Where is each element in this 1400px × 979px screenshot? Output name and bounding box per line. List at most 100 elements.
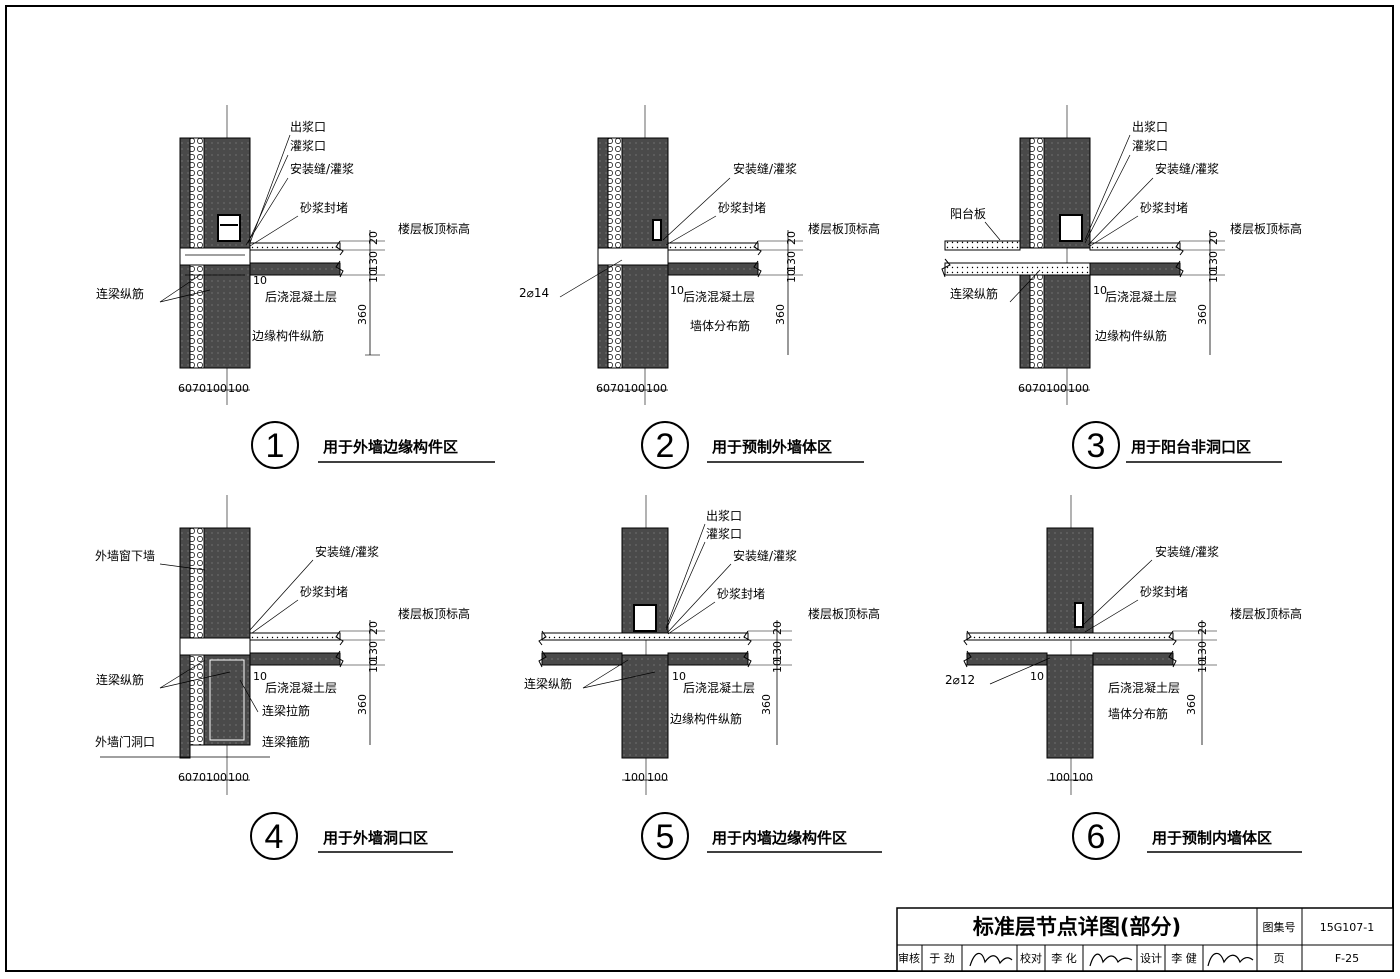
- label-dist-bars: 墙体分布筋: [690, 318, 750, 333]
- detail-4: [100, 495, 385, 795]
- dim-v-20: 20: [771, 621, 784, 635]
- dim-h-100b: 100: [228, 771, 249, 784]
- dim-v-20: 20: [785, 231, 798, 245]
- label-slab-top: 楼层板顶标高: [808, 606, 880, 621]
- detail-number: 5: [656, 818, 675, 856]
- label-cast: 后浇混凝土层: [265, 289, 337, 304]
- dim-v-130: 130: [771, 641, 784, 662]
- dim-h-60: 60: [1018, 382, 1032, 395]
- dim-10: 10: [670, 284, 684, 297]
- detail-6-labels: 安装缝/灌浆 砂浆封堵 楼层板顶标高 2⌀12 后浇混凝土层 墙体分布筋 20 …: [945, 544, 1302, 860]
- label-cast: 后浇混凝土层: [683, 289, 755, 304]
- label-tie-bars: 连梁拉筋: [262, 703, 310, 718]
- detail-6: [963, 495, 1217, 795]
- detail-number: 6: [1087, 818, 1106, 856]
- label-inlet: 灌浆口: [706, 526, 742, 541]
- dim-v-10: 10: [785, 269, 798, 283]
- designer-signature: [1207, 952, 1254, 967]
- checker-signature: [1089, 953, 1133, 967]
- label-outlet: 出浆口: [290, 119, 326, 134]
- label-outlet: 出浆口: [706, 508, 742, 523]
- dim-10: 10: [672, 670, 686, 683]
- dim-h-100a: 100: [206, 771, 227, 784]
- title-block: 标准层节点详图(部分) 图集号 15G107-1 页 F-25 审核 于 劲 校…: [896, 907, 1394, 972]
- atlas-number: 15G107-1: [1320, 921, 1374, 934]
- label-slab-top: 楼层板顶标高: [398, 221, 470, 236]
- dim-v-130: 130: [785, 251, 798, 272]
- dim-h-100b: 100: [646, 382, 667, 395]
- label-cast: 后浇混凝土层: [1108, 680, 1180, 695]
- detail-3: [941, 105, 1225, 405]
- label-door: 外墙门洞口: [95, 734, 155, 749]
- label-edge-bars: 边缘构件纵筋: [252, 328, 324, 343]
- dim-h-100a: 100: [1049, 771, 1070, 784]
- drawing-title: 标准层节点详图(部分): [973, 915, 1181, 939]
- dim-v-360: 360: [774, 304, 787, 325]
- label-cast: 后浇混凝土层: [1105, 289, 1177, 304]
- dim-10: 10: [253, 274, 267, 287]
- dim-h-100a: 100: [624, 382, 645, 395]
- dim-v-130: 130: [367, 641, 380, 662]
- label-edge-bars: 边缘构件纵筋: [670, 711, 742, 726]
- reviewer-signature: [969, 952, 1013, 967]
- label-beam-bars: 连梁纵筋: [950, 286, 998, 301]
- dim-h-70: 70: [610, 382, 624, 395]
- dim-h-100b: 100: [228, 382, 249, 395]
- detail-caption: 用于阳台非洞口区: [1131, 438, 1251, 456]
- label-dist-bars: 墙体分布筋: [1108, 706, 1168, 721]
- label-seal: 砂浆封堵: [718, 200, 766, 215]
- dim-v-130: 130: [1196, 641, 1209, 662]
- label-outlet: 出浆口: [1132, 119, 1168, 134]
- dim-10: 10: [1030, 670, 1044, 683]
- detail-2-labels: 安装缝/灌浆 砂浆封堵 楼层板顶标高 2⌀14 后浇混凝土层 墙体分布筋 20 …: [519, 161, 880, 469]
- dim-v-130: 130: [367, 251, 380, 272]
- dim-h-60: 60: [178, 382, 192, 395]
- dim-v-360: 360: [356, 694, 369, 715]
- dim-h-100a: 100: [624, 771, 645, 784]
- detail-number: 2: [656, 427, 675, 465]
- dim-h-100b: 100: [1068, 382, 1089, 395]
- dim-v-130: 130: [1207, 251, 1220, 272]
- design-label: 设计: [1140, 952, 1162, 965]
- dim-v-360: 360: [1185, 694, 1198, 715]
- check-label: 校对: [1020, 951, 1042, 965]
- label-beam-bars: 连梁纵筋: [96, 286, 144, 301]
- review-label: 审核: [898, 951, 920, 965]
- page-number: F-25: [1335, 952, 1359, 965]
- label-beam-bars: 连梁纵筋: [96, 672, 144, 687]
- label-joint: 安装缝/灌浆: [1155, 161, 1219, 176]
- label-slab-top: 楼层板顶标高: [1230, 221, 1302, 236]
- detail-5: [538, 495, 792, 795]
- dim-v-10: 10: [771, 659, 784, 673]
- atlas-label: 图集号: [1263, 920, 1296, 934]
- detail-3-labels: 出浆口 灌浆口 安装缝/灌浆 砂浆封堵 阳台板 楼层板顶标高 连梁纵筋 后浇混凝…: [950, 119, 1302, 469]
- detail-1: [179, 105, 385, 405]
- dim-v-20: 20: [1196, 621, 1209, 635]
- detail-number: 1: [266, 427, 285, 465]
- label-seal: 砂浆封堵: [300, 584, 348, 599]
- dim-v-10: 10: [1196, 659, 1209, 673]
- label-balcony: 阳台板: [950, 206, 986, 221]
- detail-number: 3: [1087, 427, 1106, 465]
- label-seal: 砂浆封堵: [717, 586, 765, 601]
- label-seal: 砂浆封堵: [1140, 200, 1188, 215]
- label-cast: 后浇混凝土层: [265, 680, 337, 695]
- dim-10: 10: [253, 670, 267, 683]
- dim-h-60: 60: [178, 771, 192, 784]
- dim-h-100b: 100: [647, 771, 668, 784]
- dim-v-360: 360: [760, 694, 773, 715]
- label-stirrups: 连梁箍筋: [262, 734, 310, 749]
- detail-4-labels: 外墙窗下墙 安装缝/灌浆 砂浆封堵 楼层板顶标高 连梁纵筋 后浇混凝土层 连梁拉…: [95, 544, 470, 860]
- dim-10: 10: [1093, 284, 1107, 297]
- label-cast: 后浇混凝土层: [683, 680, 755, 695]
- label-joint: 安装缝/灌浆: [290, 161, 354, 176]
- detail-1-labels: 出浆口 灌浆口 安装缝/灌浆 砂浆封堵 楼层板顶标高 连梁纵筋 后浇混凝土层 边…: [96, 119, 495, 469]
- dim-v-20: 20: [367, 621, 380, 635]
- dim-h-70: 70: [192, 382, 206, 395]
- dim-v-360: 360: [1196, 304, 1209, 325]
- dim-h-70: 70: [192, 771, 206, 784]
- designer-name: 李 健: [1171, 951, 1197, 965]
- checker-name: 李 化: [1051, 951, 1077, 965]
- dim-h-100a: 100: [1046, 382, 1067, 395]
